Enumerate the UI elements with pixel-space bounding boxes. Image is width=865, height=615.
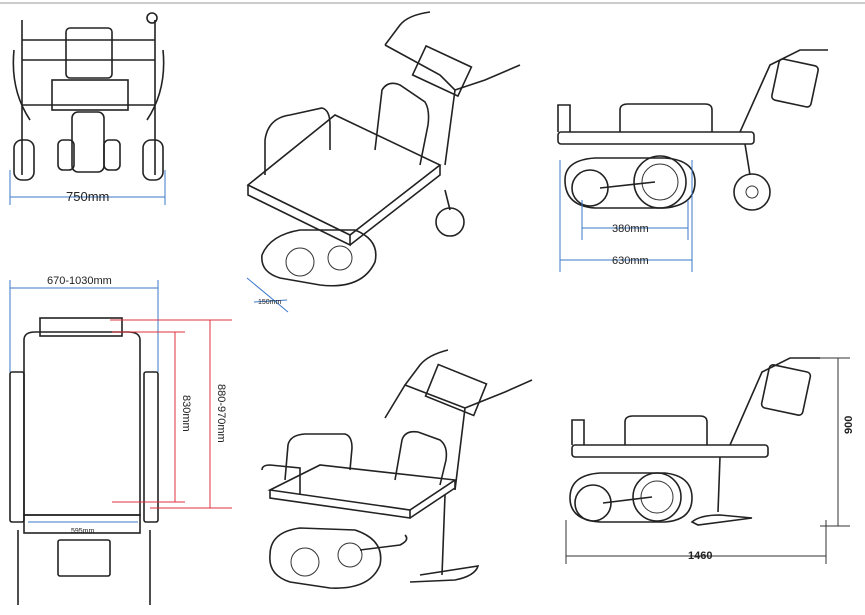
track-length-dimension: 380mm [581, 200, 689, 240]
overall-length-dimension: 1460 [565, 520, 827, 564]
side-length-dimension: 630mm [559, 160, 693, 272]
deck-width-dimension: 595mm [28, 521, 138, 535]
overall-length-label: 1460 [688, 550, 712, 562]
height-label: 900 [843, 416, 855, 434]
deck-width-label: 595mm [71, 528, 95, 535]
side-view [557, 49, 828, 211]
height-dimension: 900 [820, 357, 855, 527]
top-view [9, 317, 159, 605]
track-width-label: 150mm [258, 299, 282, 306]
front-view [12, 12, 165, 181]
track-length-label: 380mm [612, 223, 649, 235]
total-length-label: 880-970mm [215, 384, 227, 443]
track-width-dimension: 150mm [246, 277, 289, 313]
front-width-dimension: 750mm [9, 170, 166, 205]
isometric-view-bottom [261, 349, 533, 589]
deck-length-label: 830mm [180, 395, 192, 432]
side-view-standing [569, 357, 820, 526]
total-length-dimension: 880-970mm [110, 319, 232, 509]
deck-length-dimension: 830mm [112, 331, 192, 503]
front-width-label: 750mm [66, 189, 109, 204]
side-length-label: 630mm [612, 255, 649, 267]
isometric-view-top [246, 11, 521, 287]
top-width-dimension: 670-1030mm [9, 275, 159, 372]
top-width-label: 670-1030mm [47, 275, 112, 287]
